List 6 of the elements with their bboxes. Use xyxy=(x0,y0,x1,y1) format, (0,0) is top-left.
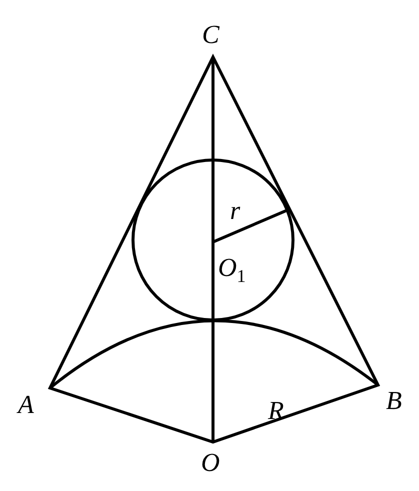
point-label: O xyxy=(201,450,220,476)
point-label: C xyxy=(202,22,220,48)
radius-label: r xyxy=(230,198,240,224)
point-label: B xyxy=(386,388,402,414)
point-label: A xyxy=(18,392,34,418)
center-label: O$_{1}$ xyxy=(218,255,246,286)
